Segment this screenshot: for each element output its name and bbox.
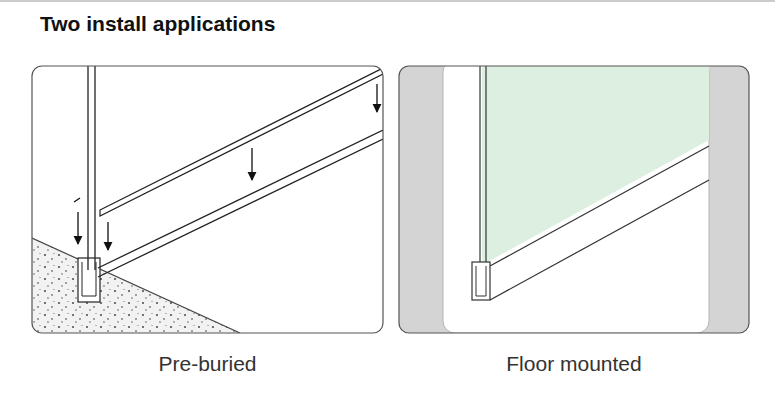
down-arrow	[376, 84, 377, 112]
panel-ground	[32, 66, 383, 333]
glass-edge	[479, 66, 480, 266]
down-arrow	[251, 148, 252, 180]
channel-inner	[476, 266, 486, 296]
pre-buried-illustration	[32, 66, 383, 333]
tick	[74, 198, 80, 202]
rail-top	[490, 146, 709, 266]
base-channel	[472, 262, 490, 300]
rail-base	[98, 130, 383, 268]
panel-caption-box: Floor mounted	[399, 352, 749, 376]
page-title: Two install applications	[40, 12, 275, 36]
panel-border	[32, 66, 383, 333]
buried-channel	[78, 258, 100, 302]
glass-edge	[94, 66, 95, 270]
rail-base	[98, 139, 383, 277]
channel-inner	[82, 262, 96, 296]
concrete-floor	[32, 238, 240, 333]
floor-mounted-illustration	[399, 66, 749, 333]
down-arrow	[107, 222, 108, 250]
inner-panel	[443, 66, 709, 333]
panel-caption: Floor mounted	[399, 352, 749, 376]
panel-caption: Pre-buried	[32, 352, 383, 376]
panel-caption-box: Pre-buried	[32, 352, 383, 376]
floor-edge	[32, 238, 240, 333]
glass-pane	[482, 66, 709, 265]
down-arrow	[77, 212, 78, 244]
cap-strip	[100, 68, 383, 216]
glass-edge	[485, 66, 486, 264]
rail-bottom	[490, 180, 709, 300]
glass-edge	[87, 66, 88, 270]
panel-border	[399, 66, 749, 333]
top-rule	[0, 0, 775, 2]
